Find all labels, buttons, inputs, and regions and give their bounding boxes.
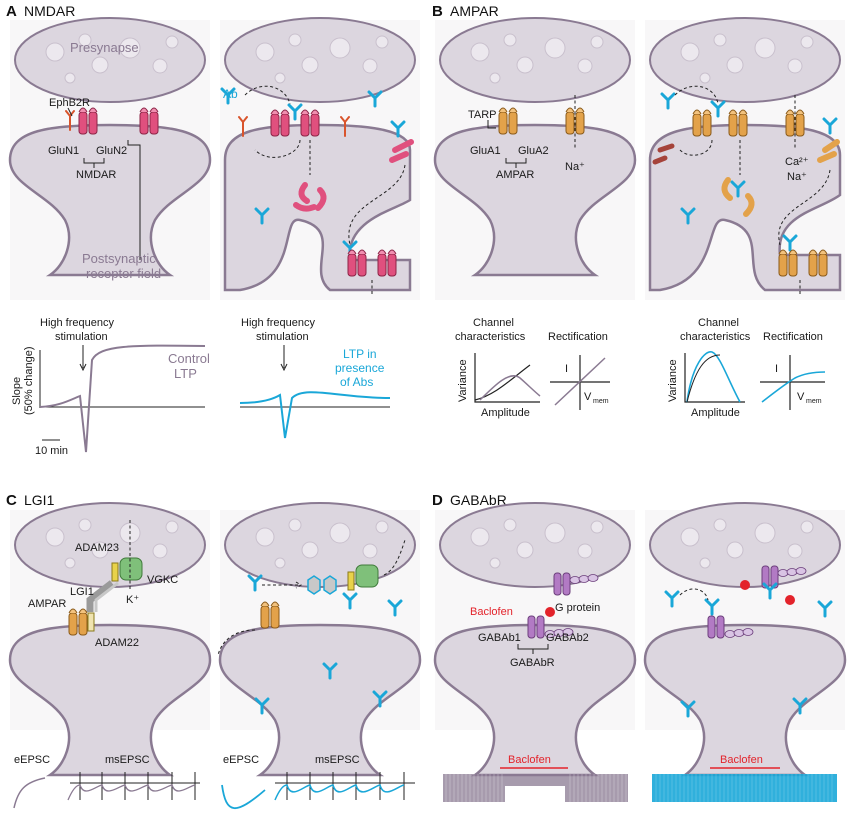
presynapse-label: Presynapse [70, 40, 139, 55]
eepsc-label-b: eEPSC [223, 754, 259, 766]
nmdar-label: NMDAR [76, 169, 116, 181]
ampar-c-label: AMPAR [28, 598, 66, 610]
baclofen-icon [545, 607, 555, 617]
v-label-b: V [797, 391, 805, 403]
baclofen-trace-label-b: Baclofen [720, 754, 763, 766]
gababr-label: GABAbR [510, 657, 555, 669]
rectification-label: Rectification [548, 331, 608, 343]
msepsc-label-b: msEPSC [315, 754, 360, 766]
hfs-label-1b: High frequency [241, 317, 315, 329]
iv-curve-abs [761, 371, 826, 403]
vgkc-label: VGKC [147, 574, 178, 586]
panel-c-title: LGI1 [24, 492, 55, 508]
msepsc-trace-control [67, 784, 196, 801]
control-label-1: Control [168, 351, 210, 366]
mem-label: mem [593, 398, 609, 405]
amplitude-label-b: Amplitude [691, 407, 740, 419]
glua2-label: GluA2 [518, 145, 549, 157]
baclofen-drop [505, 786, 565, 802]
ca-label: Ca²⁺ [785, 156, 809, 168]
lgi1-synapse-control [8, 502, 212, 777]
v-label: V [584, 391, 592, 403]
gababr-synapse-antibody [643, 502, 847, 777]
ampar-synapse-antibody [645, 17, 845, 300]
receptor-field-label-1: Postsynaptic [82, 251, 156, 266]
variance-curve-abs [686, 351, 741, 403]
glun1-label: GluN1 [48, 145, 79, 157]
slope-label-1: Slope [11, 377, 23, 405]
panel-a-letter: A [6, 3, 17, 20]
panel-b-title: AMPAR [450, 3, 499, 19]
ephb2r-label: EphB2R [49, 97, 90, 109]
msepsc-label: msEPSC [105, 754, 150, 766]
hfs-label-2: stimulation [55, 331, 108, 343]
eepsc-trace-control [13, 777, 46, 809]
variance-label: Variance [457, 359, 469, 402]
control-ltp-trace [39, 344, 206, 453]
abs-label-1: LTP in [343, 347, 377, 361]
lgi1-synapse-antibody [217, 502, 422, 777]
iv-curve-control [554, 357, 606, 406]
hfs-label-2b: stimulation [256, 331, 309, 343]
eepsc-trace-abs [221, 784, 266, 809]
g-protein-label: G protein [555, 602, 600, 614]
slope-label-2: (50% change) [23, 347, 35, 416]
i-label: I [565, 363, 568, 375]
i-label-b: I [775, 363, 778, 375]
na-label: Na⁺ [565, 161, 585, 173]
glua1-label: GluA1 [470, 145, 501, 157]
ab-label: Ab [223, 87, 238, 101]
glun2-label: GluN2 [96, 145, 127, 157]
amplitude-label: Amplitude [481, 407, 530, 419]
nmdar-synapse-antibody [220, 17, 420, 300]
ampar-synapse-control [433, 17, 637, 300]
panel-d-letter: D [432, 492, 443, 509]
rectification-label-b: Rectification [763, 331, 823, 343]
variance-curve-abs-2 [686, 354, 721, 403]
control-label-2: LTP [174, 366, 197, 381]
baclofen-icon [740, 580, 750, 590]
channel-label-1b: Channel [698, 317, 739, 329]
panel-a-title: NMDAR [24, 3, 75, 19]
channel-label-1: Channel [473, 317, 514, 329]
panel-b-letter: B [432, 3, 443, 20]
baclofen-icon [785, 595, 795, 605]
msepsc-trace-abs [274, 784, 405, 801]
lgi1-label: LGI1 [70, 586, 94, 598]
scale-label: 10 min [35, 445, 68, 457]
channel-label-2: characteristics [455, 331, 526, 343]
k-label: K⁺ [126, 594, 139, 606]
tarp-label: TARP [468, 109, 497, 121]
gababr1-label: GABAb1 [478, 632, 521, 644]
hfs-label-1: High frequency [40, 317, 114, 329]
adam22-label: ADAM22 [95, 637, 139, 649]
panel-c-letter: C [6, 492, 17, 509]
baclofen-label: Baclofen [470, 606, 513, 618]
abs-label-3: of Abs [340, 375, 373, 389]
vgkc-icon [119, 557, 143, 581]
channel-label-2b: characteristics [680, 331, 751, 343]
gababr-synapse-control [433, 502, 637, 777]
baclofen-trace-label: Baclofen [508, 754, 551, 766]
abs-ltp-trace [239, 391, 391, 439]
gababr-trace-abs [652, 774, 837, 802]
receptor-field-label-2: receptor field [86, 266, 161, 281]
panel-d-title: GABAbR [450, 492, 507, 508]
vgkc-icon [355, 564, 379, 588]
nmdar-synapse-control [8, 17, 212, 300]
abs-label-2: presence [335, 361, 385, 375]
variance-label-b: Variance [667, 359, 679, 402]
gababr2-label: GABAb2 [546, 632, 589, 644]
mem-label-b: mem [806, 398, 822, 405]
adam23-label: ADAM23 [75, 542, 119, 554]
ampar-label: AMPAR [496, 169, 534, 181]
na-label-b: Na⁺ [787, 171, 807, 183]
variance-curve-control [474, 364, 531, 401]
variance-curve-control-2 [479, 375, 541, 401]
eepsc-label: eEPSC [14, 754, 50, 766]
